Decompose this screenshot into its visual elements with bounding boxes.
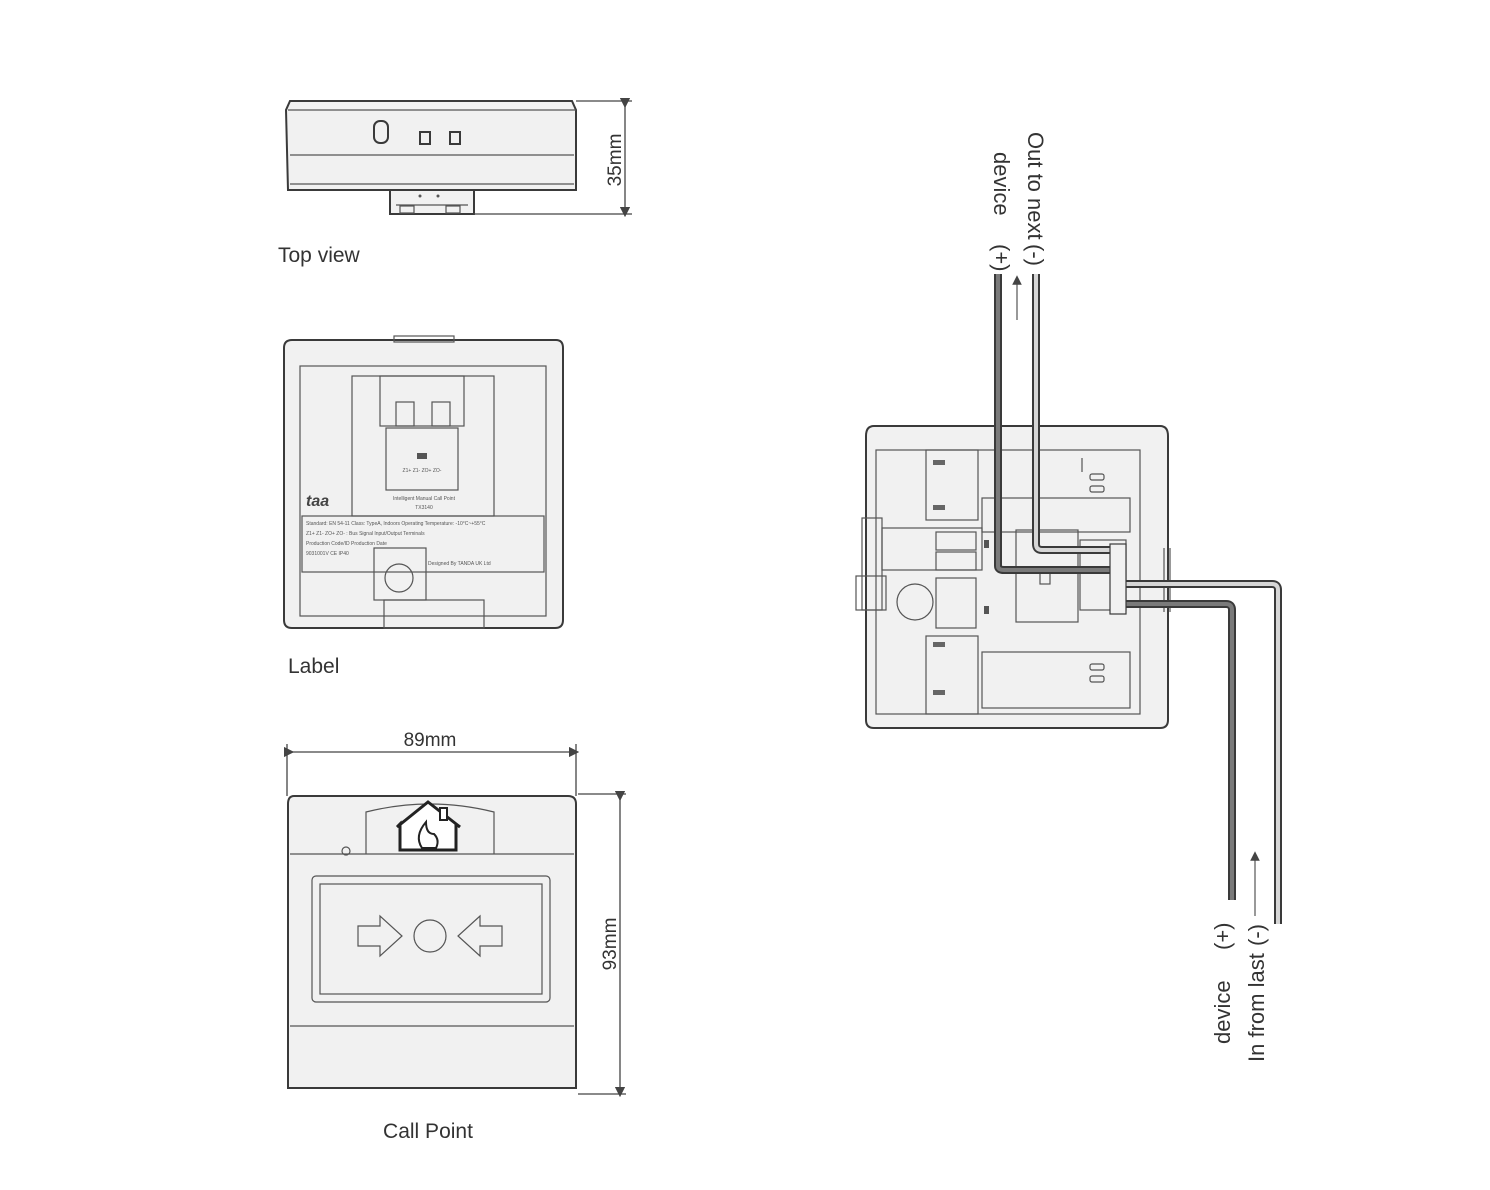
in-polarity-positive: (+)	[1210, 923, 1235, 951]
in-polarity-negative: (-)	[1244, 924, 1269, 946]
fire-house-icon	[395, 800, 461, 852]
label-view-drawing: Z1+ Z1- ZO+ ZO- taa Intelligent Manual C…	[283, 335, 564, 629]
brand-logo: taa	[306, 493, 329, 510]
out-polarity-negative: (-)	[1023, 244, 1048, 266]
top-view-drawing	[284, 97, 632, 218]
call-point-caption: Call Point	[383, 1120, 473, 1143]
label-model: TX3140	[415, 505, 433, 511]
label-view-caption: Label	[288, 655, 339, 678]
label-line-5: Designed By TANDA UK Ltd	[428, 561, 491, 567]
height-dimension-label: 93mm	[600, 918, 621, 971]
out-polarity-positive: (+)	[989, 244, 1014, 272]
out-to-next-device-label: Out to next	[1023, 132, 1048, 240]
label-product-name: Intelligent Manual Call Point	[393, 496, 456, 502]
out-device-label: device	[989, 152, 1014, 216]
top-view-caption: Top view	[278, 244, 361, 267]
label-line-3: Production Code/ID Production Date	[306, 541, 387, 547]
in-device-label: device	[1210, 980, 1235, 1044]
label-line-2: Z1+ Z1- ZO+ ZO- : Bus Signal Input/Outpu…	[306, 531, 425, 537]
label-terminals-text: Z1+ Z1- ZO+ ZO-	[403, 468, 442, 474]
out-wires	[994, 274, 1114, 574]
depth-dimension-label: 35mm	[605, 134, 626, 187]
label-line-4: 9031001V CE IP40	[306, 551, 349, 557]
terminal-block	[1109, 543, 1127, 615]
in-from-last-device-label: In from last	[1244, 953, 1269, 1062]
call-point-drawing	[283, 744, 626, 1098]
in-wires	[1126, 580, 1282, 924]
label-line-1: Standard: EN 54-11 Class: TypeA, Indoors…	[306, 521, 486, 527]
width-dimension-label: 89mm	[404, 730, 457, 751]
